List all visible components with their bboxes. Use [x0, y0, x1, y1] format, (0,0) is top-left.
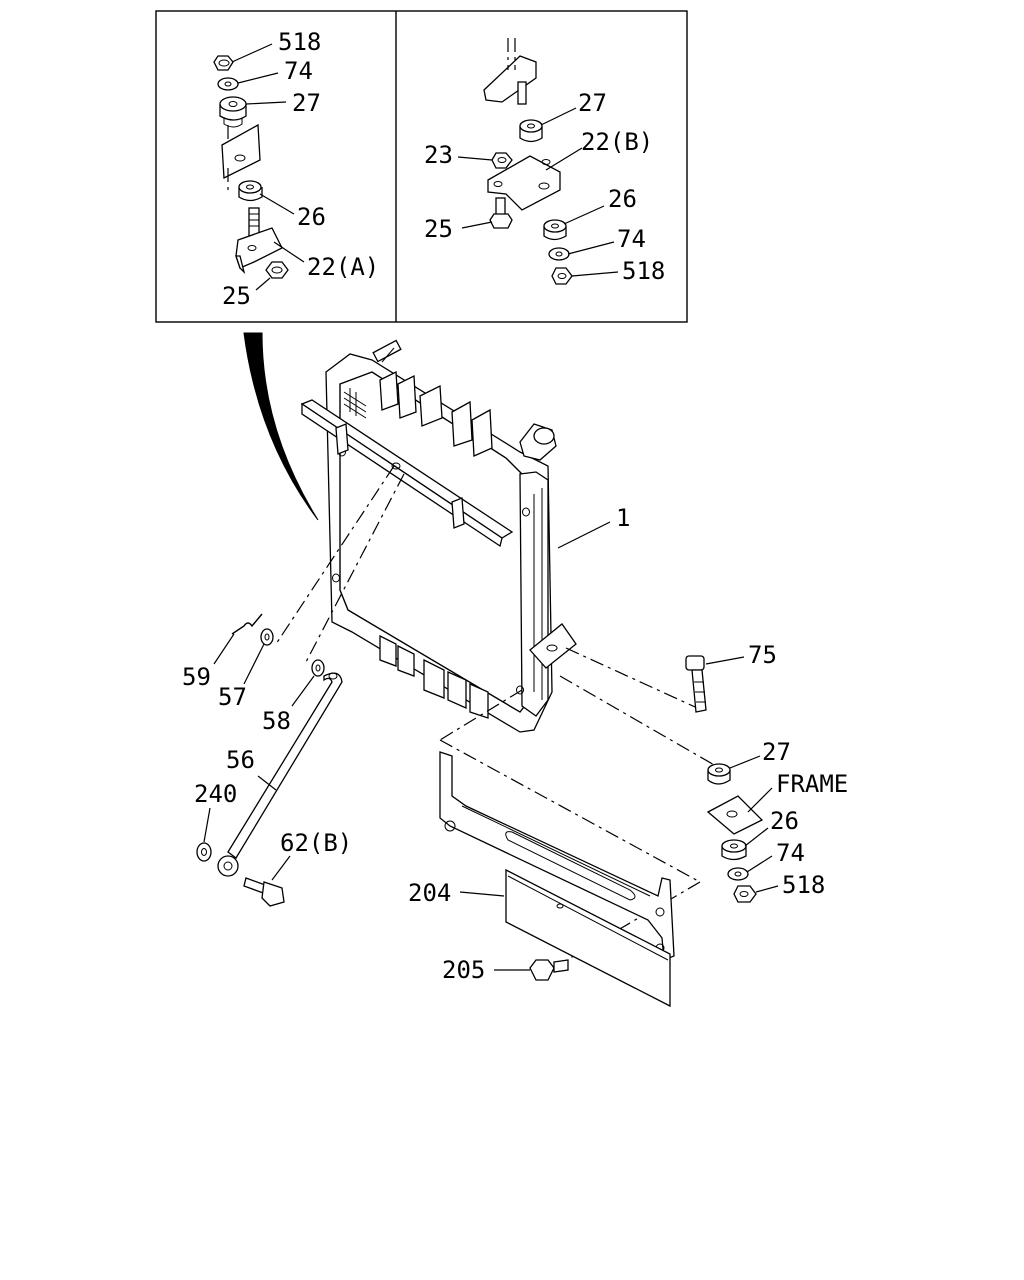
rubber-26c-part: [721, 839, 747, 861]
washer-74-part: [217, 77, 239, 91]
label-205: 205: [442, 956, 485, 984]
label-518-lower: 518: [782, 871, 825, 899]
label-inset-b-23: 23: [424, 141, 453, 169]
bracket-22a-part: [235, 207, 283, 275]
nut-23-part: [491, 152, 513, 169]
washer-74c-part: [727, 867, 749, 881]
label-inset-a-518: 518: [278, 28, 321, 56]
radiator-lower-bracket: [529, 623, 577, 669]
radiator-top-fins: [379, 370, 493, 457]
label-57: 57: [218, 683, 247, 711]
label-inset-a-74: 74: [284, 57, 313, 85]
label-204: 204: [408, 879, 451, 907]
inset-b: 27 23 22(B) 25 26 74 518: [424, 38, 665, 285]
washer-58-part: [311, 659, 325, 677]
shroud-panel: [439, 751, 675, 1008]
nut-518-part: [213, 55, 234, 71]
rubber-27-part: [219, 96, 247, 128]
washer-74b-part: [548, 247, 570, 261]
callout-pointer: [243, 332, 319, 521]
bracket-22b-part: [487, 155, 561, 211]
bolt-205-part: [529, 959, 569, 981]
label-inset-a-26: 26: [297, 203, 326, 231]
radiator-assembly: [325, 339, 577, 733]
label-inset-b-25: 25: [424, 215, 453, 243]
rubber-27c-part: [707, 763, 731, 785]
clip-59-part: [231, 613, 263, 635]
label-27-lower: 27: [762, 738, 791, 766]
label-inset-b-22b: 22(B): [581, 128, 653, 156]
label-inset-a-22a: 22(A): [307, 253, 379, 281]
label-inset-a-27: 27: [292, 89, 321, 117]
label-1: 1: [616, 504, 630, 532]
label-59: 59: [182, 663, 211, 691]
radiator-side-grid: [343, 388, 367, 419]
stay-bushing: [217, 855, 239, 877]
bolt-25-part: [265, 261, 289, 279]
radiator-bottom-fins: [379, 634, 489, 719]
label-58: 58: [262, 707, 291, 735]
rubber-27b-part: [519, 119, 543, 143]
label-26-lower: 26: [770, 807, 799, 835]
frame-bracket-b: [483, 38, 537, 105]
inset-a: 518 74 27 26 22(A) 25: [213, 28, 379, 310]
nut-518b-part: [551, 267, 573, 285]
stay-rod-56-part: [227, 672, 343, 859]
nut-518c-part: [733, 885, 757, 903]
upper-hose-outlet: [519, 423, 557, 461]
upper-support-bar: [300, 399, 514, 548]
filler-cap: [372, 339, 402, 363]
label-74-lower: 74: [776, 839, 805, 867]
label-inset-b-74: 74: [617, 225, 646, 253]
label-inset-b-26: 26: [608, 185, 637, 213]
stay-group: 59 57 58 56 240 62(B): [182, 613, 352, 907]
lower-right-mount: 75 27 FRAME 26 74 518: [685, 641, 848, 903]
bolt-75-part: [685, 655, 707, 713]
washer-240-part: [196, 842, 212, 862]
bolt-62b-part: [243, 877, 285, 907]
label-75: 75: [748, 641, 777, 669]
rubber-26-part: [238, 180, 263, 202]
label-frame: FRAME: [776, 770, 848, 798]
label-56: 56: [226, 746, 255, 774]
washer-57-part: [260, 628, 274, 646]
label-240: 240: [194, 780, 237, 808]
frame-plate: [706, 795, 764, 835]
label-62b: 62(B): [280, 829, 352, 857]
bolt-25b-part: [489, 197, 513, 229]
label-inset-b-518: 518: [622, 257, 665, 285]
rubber-26b-part: [543, 219, 567, 241]
label-inset-b-27: 27: [578, 89, 607, 117]
frame-bracket: [221, 123, 261, 190]
label-inset-a-25: 25: [222, 282, 251, 310]
inset-frame: [155, 10, 688, 323]
